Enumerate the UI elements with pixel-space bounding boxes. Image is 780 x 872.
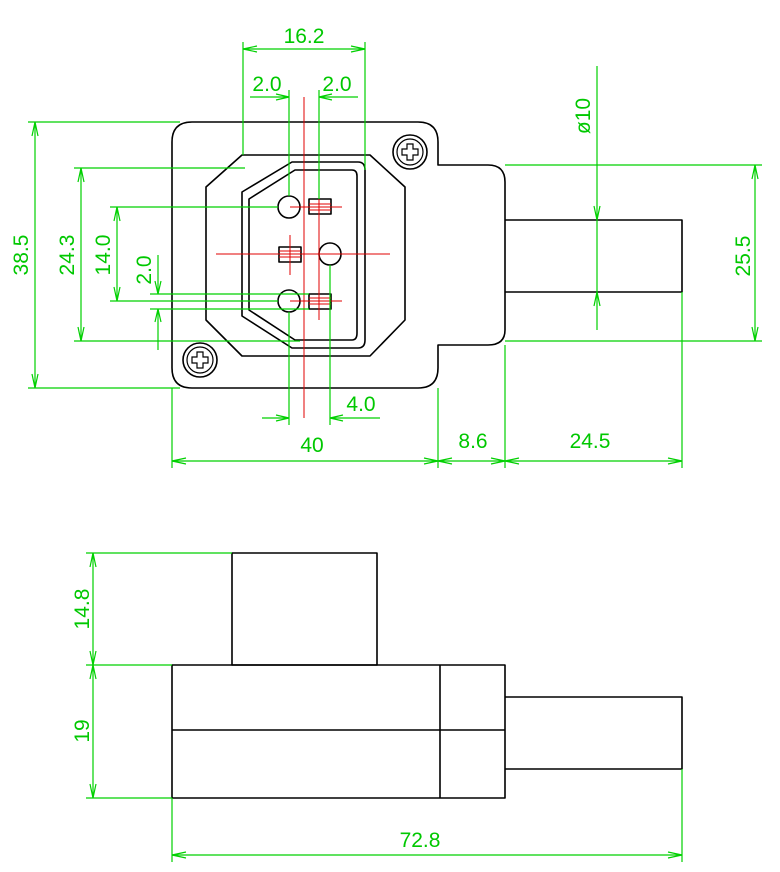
flange-outline (171, 121, 506, 389)
cable (505, 219, 683, 293)
dim-40: 40 (300, 434, 323, 457)
dimension-labels: 16.2 2.0 2.0 38.5 24.3 14.0 2.0 ø10 25.5… (10, 25, 755, 852)
dim-19: 19 (71, 719, 94, 742)
dim-8-6: 8.6 (458, 430, 487, 453)
side-view (171, 552, 683, 799)
dim-14-0: 14.0 (92, 235, 115, 276)
dim-38-5: 38.5 (10, 235, 33, 276)
socket-cavity (248, 169, 358, 341)
dim-25-5: 25.5 (732, 236, 755, 277)
centerlines (216, 97, 390, 418)
dim-diameter-10: ø10 (572, 98, 595, 134)
side-dimensions (86, 552, 683, 862)
socket-inner (241, 161, 366, 349)
socket-bezel-outer (205, 154, 406, 357)
front-view (171, 121, 683, 389)
screw-bottom-left (182, 342, 218, 378)
side-cable (505, 696, 683, 770)
top-boss (231, 552, 378, 666)
dim-24-5: 24.5 (570, 430, 611, 453)
body (171, 664, 506, 799)
dim-2-0-right: 2.0 (322, 73, 351, 96)
dim-14-8: 14.8 (71, 589, 94, 630)
dim-2-0-left: 2.0 (252, 73, 281, 96)
dim-24-3: 24.3 (56, 235, 79, 276)
dim-2-0-small: 2.0 (133, 255, 156, 284)
front-dimensions (28, 42, 762, 468)
dim-4-0: 4.0 (346, 393, 375, 416)
screw-top-right (392, 134, 428, 170)
dim-72-8: 72.8 (400, 829, 441, 852)
dim-16-2: 16.2 (284, 25, 325, 48)
